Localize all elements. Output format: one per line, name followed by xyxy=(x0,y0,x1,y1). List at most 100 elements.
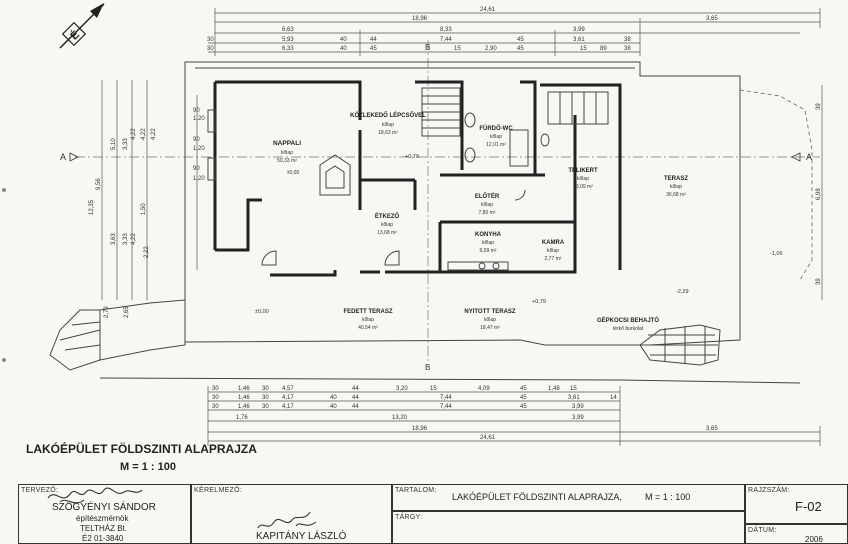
room-label-konyha: KONYHA kőlap 9,09 m² xyxy=(475,232,502,254)
svg-text:FEDETT TERASZ: FEDETT TERASZ xyxy=(344,309,393,315)
room-label-telikert: TÉLIKERT kőlap 23,09 m² xyxy=(568,166,598,190)
svg-text:kőlap: kőlap xyxy=(381,222,393,228)
designer-registration: É2 01-3840 xyxy=(82,534,124,543)
svg-text:kőlap: kőlap xyxy=(577,176,589,182)
sheet-label: RAJZSZÁM: xyxy=(748,487,790,494)
client-label: KÉRELMEZŐ: xyxy=(194,487,243,494)
svg-text:15: 15 xyxy=(430,386,437,392)
svg-text:5,10: 5,10 xyxy=(111,138,117,150)
svg-text:45: 45 xyxy=(520,395,527,401)
svg-text:kőlap: kőlap xyxy=(362,317,374,323)
svg-text:30: 30 xyxy=(262,395,269,401)
svg-text:45: 45 xyxy=(520,404,527,410)
svg-text:4,22: 4,22 xyxy=(151,128,157,140)
date-value: 2006 xyxy=(805,535,823,544)
svg-text:30: 30 xyxy=(262,386,269,392)
room-label-fedett-terasz: FEDETT TERASZ kőlap 40,54 m² xyxy=(344,309,393,331)
bottom-dimension-labels: 30 1,46 30 4,57 44 3,20 15 4,09 45 1,48 … xyxy=(212,386,718,441)
svg-text:+0,79: +0,79 xyxy=(405,154,419,160)
svg-text:3,33: 3,33 xyxy=(123,138,129,150)
svg-text:7,44: 7,44 xyxy=(440,404,452,410)
svg-text:45: 45 xyxy=(370,46,377,52)
svg-text:3,63: 3,63 xyxy=(111,233,117,245)
svg-text:5,93: 5,93 xyxy=(282,37,294,43)
svg-text:1,20: 1,20 xyxy=(193,146,205,152)
hole-punch-mark xyxy=(2,358,6,362)
svg-text:24,61: 24,61 xyxy=(480,7,496,13)
svg-text:6,33: 6,33 xyxy=(282,46,294,52)
room-label-furdo: FÜRDŐ-WC kőlap 12,01 m² xyxy=(479,125,513,148)
svg-text:2,77 m²: 2,77 m² xyxy=(545,256,562,262)
svg-text:1,76: 1,76 xyxy=(236,415,248,421)
svg-text:38: 38 xyxy=(624,46,631,52)
svg-text:ELŐTÉR: ELŐTÉR xyxy=(475,192,500,200)
designer-name: SZÖGYÉNYI SÁNDOR xyxy=(52,502,156,513)
client-name: KAPITÁNY LÁSZLÓ xyxy=(256,531,347,542)
site-outline xyxy=(49,61,813,384)
svg-text:40: 40 xyxy=(330,395,337,401)
svg-text:4,22: 4,22 xyxy=(131,233,137,245)
svg-text:44: 44 xyxy=(352,395,359,401)
svg-text:2,22: 2,22 xyxy=(144,246,150,258)
svg-text:kőlap: kőlap xyxy=(482,240,494,246)
north-arrow-icon: É xyxy=(59,3,105,49)
building-walls xyxy=(213,80,622,277)
sheet-number: F-02 xyxy=(795,499,822,514)
svg-text:3,99: 3,99 xyxy=(572,415,584,421)
bottom-dimensions xyxy=(207,386,821,446)
svg-text:45: 45 xyxy=(517,37,524,43)
svg-text:kőlap: kőlap xyxy=(481,202,493,208)
svg-text:89: 89 xyxy=(600,46,607,52)
svg-text:14: 14 xyxy=(610,395,617,401)
level-marks: +0,79 ±0,00 -2,29 -1,06 +0,79 xyxy=(255,154,783,315)
room-label-nappali: NAPPALI kőlap 50,33 m² ±0,00 xyxy=(273,140,301,176)
svg-text:44: 44 xyxy=(352,404,359,410)
svg-text:18,96: 18,96 xyxy=(412,16,428,22)
svg-text:13,20: 13,20 xyxy=(392,415,408,421)
designer-title: építészmérnök xyxy=(76,514,129,523)
room-labels: NAPPALI kőlap 50,33 m² ±0,00 KÖZLEKEDŐ L… xyxy=(273,111,688,332)
svg-text:GÉPKOCSI BEHAJTÓ: GÉPKOCSI BEHAJTÓ xyxy=(597,316,659,324)
svg-text:23,09 m²: 23,09 m² xyxy=(573,184,593,190)
svg-text:A: A xyxy=(806,152,812,162)
svg-text:40: 40 xyxy=(340,37,347,43)
svg-text:15: 15 xyxy=(580,46,587,52)
title-block-subject-cell xyxy=(392,511,745,544)
svg-text:6,63: 6,63 xyxy=(282,27,294,33)
svg-text:TERASZ: TERASZ xyxy=(664,176,688,182)
svg-text:3,61: 3,61 xyxy=(573,37,585,43)
svg-text:9,09 m²: 9,09 m² xyxy=(480,248,497,254)
svg-text:15: 15 xyxy=(570,386,577,392)
svg-text:B: B xyxy=(425,43,430,52)
svg-text:4,22: 4,22 xyxy=(141,128,147,140)
svg-text:45: 45 xyxy=(517,46,524,52)
svg-text:2,79: 2,79 xyxy=(104,306,110,318)
room-label-kamra: KAMRA kőlap 2,77 m² xyxy=(542,240,565,262)
svg-text:B: B xyxy=(425,363,430,372)
svg-text:KÖZLEKEDŐ LÉPCSŐVEL: KÖZLEKEDŐ LÉPCSŐVEL xyxy=(350,111,426,119)
drawing-title: LAKÓÉPÜLET FÖLDSZINTI ALAPRAJZA xyxy=(26,441,257,456)
svg-text:18,47 m²: 18,47 m² xyxy=(480,325,500,331)
svg-text:30: 30 xyxy=(212,404,219,410)
svg-text:40: 40 xyxy=(340,46,347,52)
svg-text:39: 39 xyxy=(816,278,822,285)
svg-text:ÉTKEZŐ: ÉTKEZŐ xyxy=(375,212,400,220)
svg-text:4,22: 4,22 xyxy=(131,128,137,140)
svg-text:7,44: 7,44 xyxy=(440,37,452,43)
svg-text:7,80 m²: 7,80 m² xyxy=(479,210,496,216)
svg-text:KONYHA: KONYHA xyxy=(475,232,502,238)
svg-text:3,99: 3,99 xyxy=(573,27,585,33)
svg-text:1,46: 1,46 xyxy=(238,395,250,401)
svg-text:NYITOTT TERASZ: NYITOTT TERASZ xyxy=(464,309,516,315)
subject-label: TÁRGY: xyxy=(395,514,423,521)
content-scale: M = 1 : 100 xyxy=(645,492,691,502)
svg-text:3,65: 3,65 xyxy=(706,426,718,432)
svg-text:kőlap: kőlap xyxy=(281,150,293,156)
svg-text:kőlap: kőlap xyxy=(484,317,496,323)
svg-text:±0,00: ±0,00 xyxy=(255,309,269,315)
room-label-terasz: TERASZ kőlap 36,68 m² xyxy=(664,176,688,198)
room-label-kozlekedo: KÖZLEKEDŐ LÉPCSŐVEL kőlap 18,63 m² xyxy=(350,111,426,136)
svg-text:kőlap: kőlap xyxy=(670,184,682,190)
svg-text:12,01 m²: 12,01 m² xyxy=(486,142,506,148)
